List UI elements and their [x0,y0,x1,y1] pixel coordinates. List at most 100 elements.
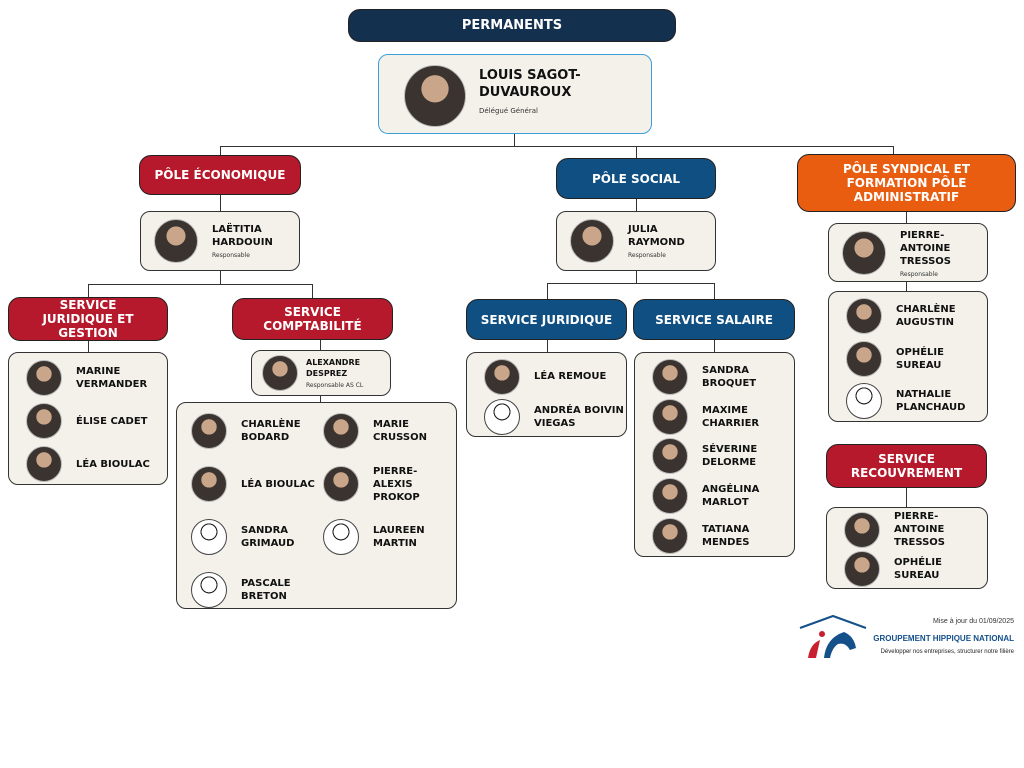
connector [714,340,715,352]
pole-syndical: PÔLE SYNDICAL ET FORMATION PÔLE ADMINIST… [797,154,1016,212]
avatar [652,478,688,515]
connector [714,283,715,299]
person-name: OPHÉLIE SUREAU [896,346,944,371]
person-role: Responsable [900,270,938,278]
person: OPHÉLIE SUREAU [846,339,987,379]
director-card: LOUIS SAGOT-DUVAUROUX Délégué Général [378,54,652,134]
person-name: ALEXANDRE DESPREZ [306,358,361,378]
avatar [844,511,880,548]
avatar [846,297,882,334]
person: PASCALE BRETON [191,570,323,610]
connector [88,284,313,285]
person-name: LÉA BIOULAC [241,478,315,490]
service-salaire: SERVICE SALAIRE [633,299,795,340]
connector [514,134,515,146]
head-card: ALEXANDRE DESPREZ Responsable AS CL [251,350,391,396]
person-name: TATIANA MENDES [702,524,750,549]
person: ALEXANDRE DESPREZ Responsable AS CL [262,354,390,392]
person: TATIANA MENDES [652,516,794,556]
connector [88,284,89,297]
head-card: JULIA RAYMOND Responsable [556,211,716,271]
avatar [484,399,520,436]
avatar [26,360,62,396]
avatar [154,219,198,263]
person-name: PIERRE-ANTOINE TRESSOS [894,511,946,548]
member-list: CHARLÈNE AUGUSTIN OPHÉLIE SUREAU NATHALIE … [828,291,988,422]
person: LÉA REMOUE [484,358,626,396]
member-list: LÉA REMOUE ANDRÉA BOIVIN VIEGAS [466,352,627,437]
connector [906,212,907,223]
person: OPHÉLIE SUREAU [844,549,987,588]
head-card: PIERRE-ANTOINE TRESSOS Responsable [828,223,988,282]
person-role: Responsable AS CL [306,382,364,389]
avatar [652,518,688,555]
person-name: JULIA RAYMOND [628,224,685,248]
person-name: NATHALIE PLANCHAUD [896,389,966,414]
person-name: CHARLÈNE BODARD [241,419,301,443]
person-name: MARINE VERMANDER [76,366,148,390]
pole-social: PÔLE SOCIAL [556,158,716,199]
avatar [323,413,359,449]
connector [220,271,221,284]
person-name: OPHÉLIE SUREAU [894,556,942,581]
director-role: Délégué Général [479,107,538,115]
connector [906,488,907,507]
person-name: SÉVERINE DELORME [702,444,758,469]
person: CHARLÈNE BODARD [191,411,323,451]
connector [547,283,548,299]
service-juridique-gestion: SERVICE JURIDIQUE ET GESTION [8,297,168,341]
avatar [191,466,227,502]
avatar [842,231,886,275]
avatar [26,403,62,439]
connector [547,340,548,352]
person: PIERRE-ANTOINE TRESSOS [844,510,987,549]
connector [636,146,637,158]
person: LÉA BIOULAC [26,444,167,484]
connector [312,284,313,298]
update-date: Mise à jour du 01/09/2025 [933,618,1014,625]
person: MARIE CRUSSON [323,411,453,451]
connector [220,146,221,155]
connector [906,282,907,291]
service-recouvrement: SERVICE RECOUVREMENT [826,444,987,488]
person-name: LÉA BIOULAC [76,458,150,470]
avatar [844,550,880,587]
avatar [191,519,227,555]
person-name: ANGÉLINA MARLOT [702,484,760,509]
connector [88,341,89,352]
person: SANDRA GRIMAUD [191,517,323,557]
person: CHARLÈNE AUGUSTIN [846,296,987,336]
avatar [846,340,882,377]
person-name: MAXIME CHARRIER [702,404,760,429]
person: JULIA RAYMOND Responsable [570,218,715,264]
person: SÉVERINE DELORME [652,437,794,477]
person-name: MARIE CRUSSON [373,419,427,443]
person-role: Responsable [628,252,666,259]
pole-economique: PÔLE ÉCONOMIQUE [139,155,301,195]
person: LAUREEN MARTIN [323,517,453,557]
person: MARINE VERMANDER [26,358,167,398]
member-list: PIERRE-ANTOINE TRESSOS OPHÉLIE SUREAU [826,507,988,589]
person: PIERRE-ALEXIS PROKOP [323,464,453,504]
person: MAXIME CHARRIER [652,397,794,437]
avatar [191,572,227,608]
person-name: SANDRA BROQUET [702,364,757,389]
person-name: PIERRE-ANTOINE TRESSOS [900,229,952,267]
person-name: LÉA REMOUE [534,371,607,383]
person-name: PIERRE-ALEXIS PROKOP [373,465,420,503]
person: ÉLISE CADET [26,401,167,441]
person: ANDRÉA BOIVIN VIEGAS [484,399,626,437]
avatar [191,413,227,449]
avatar [652,398,688,435]
avatar [484,358,520,395]
service-comptabilite: SERVICE COMPTABILITÉ [232,298,393,340]
person: SANDRA BROQUET [652,357,794,397]
connector [636,271,637,283]
person-name: LAËTITIA HARDOUIN [212,224,273,248]
person-name: CHARLÈNE AUGUSTIN [896,303,956,328]
person: ANGÉLINA MARLOT [652,476,794,516]
person-name: SANDRA GRIMAUD [241,525,295,549]
member-list: SANDRA BROQUET MAXIME CHARRIER SÉVERINE DE… [634,352,795,557]
